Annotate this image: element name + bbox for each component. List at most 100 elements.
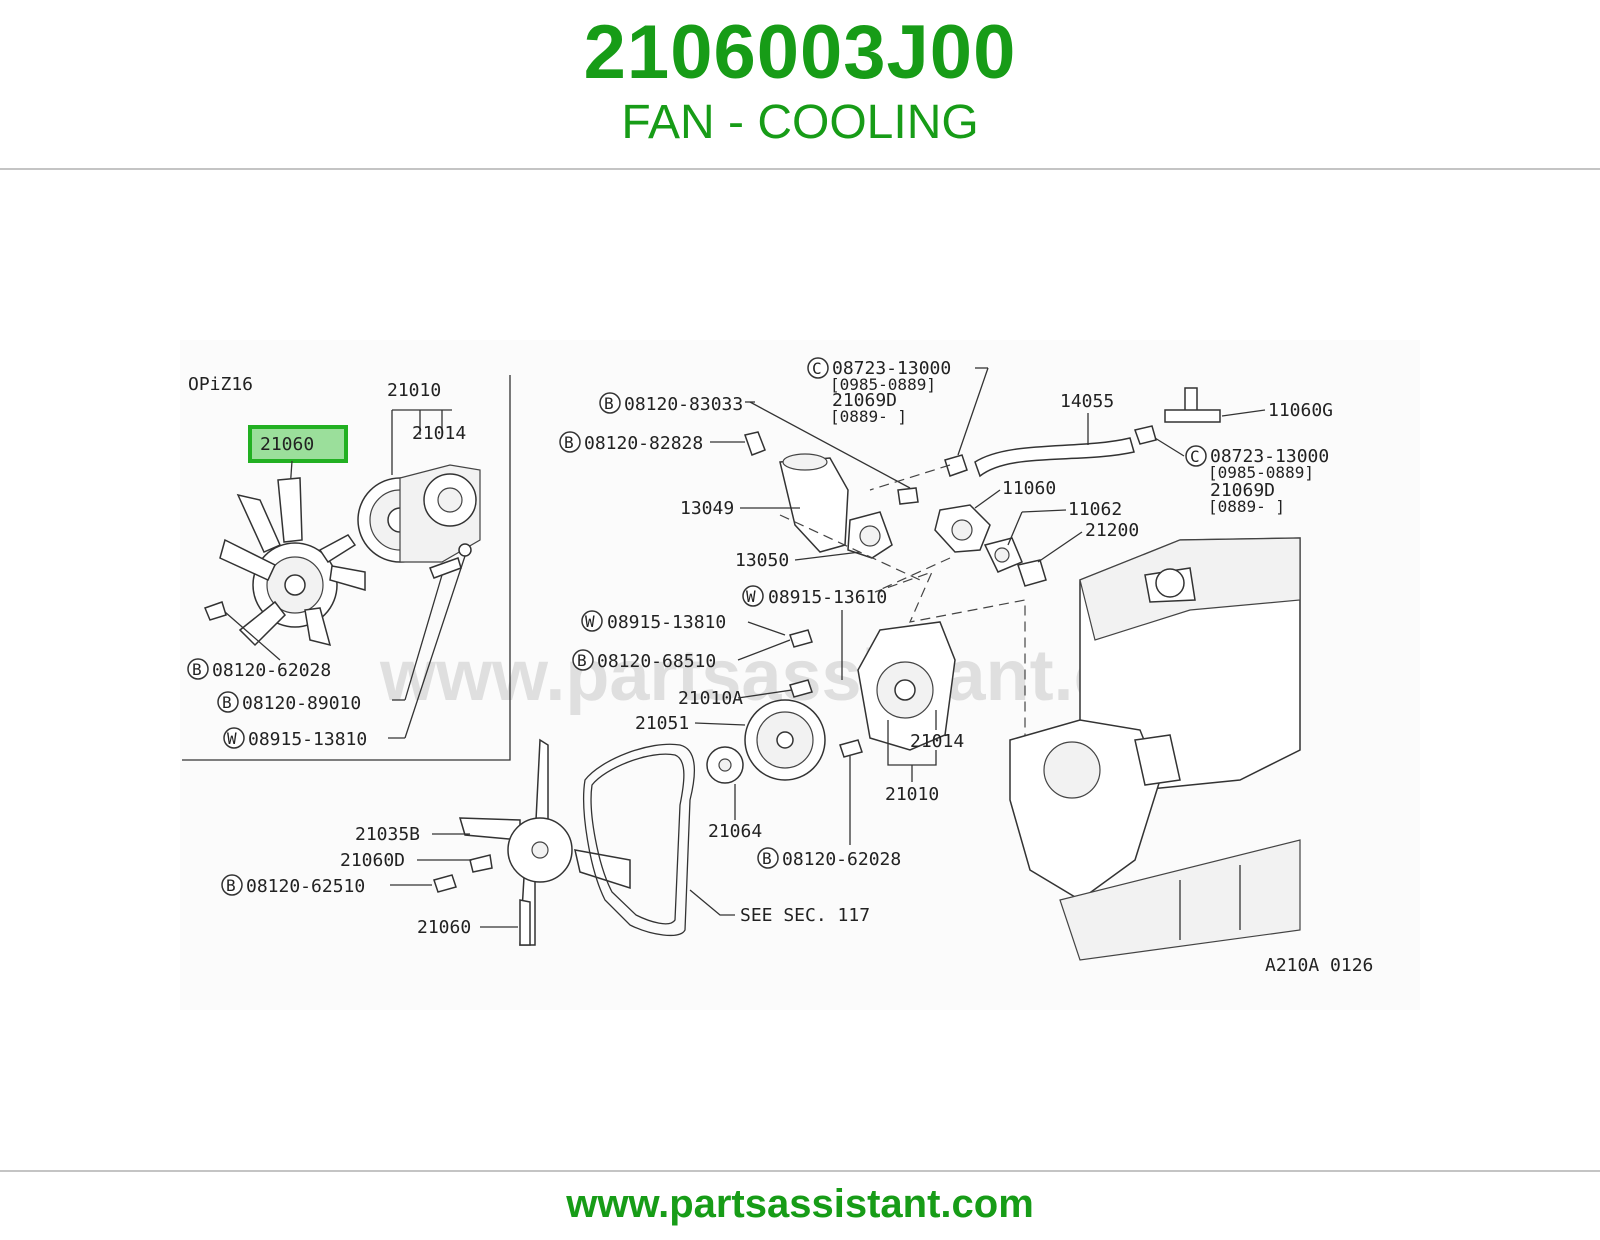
- label-08915-13810-inset[interactable]: 08915-13810: [248, 729, 367, 750]
- prefix-badge-b: [599, 392, 621, 414]
- bolt-drawing: [839, 739, 863, 758]
- prefix-letter-b: B: [762, 849, 772, 868]
- label-14055[interactable]: 14055: [1060, 391, 1114, 412]
- prefix-letter-w: W: [585, 612, 595, 631]
- label-range-b2: [0889- ]: [1208, 497, 1285, 516]
- label-08120-62510[interactable]: 08120-62510: [246, 876, 365, 897]
- label-11062[interactable]: 11062: [1068, 499, 1122, 520]
- clamp-drawing: [1134, 425, 1157, 445]
- label-21035b[interactable]: 21035B: [355, 824, 420, 845]
- label-21200[interactable]: 21200: [1085, 520, 1139, 541]
- label-08723-13000-b[interactable]: 08723-13000: [1210, 446, 1329, 467]
- footer-url[interactable]: www.partsassistant.com: [566, 1182, 1034, 1226]
- bolt-drawing: [433, 874, 457, 893]
- inset-frame: [182, 375, 511, 761]
- leader-line: [737, 639, 791, 661]
- label-11060g[interactable]: 11060G: [1268, 400, 1333, 421]
- leader-line: [794, 551, 861, 561]
- prefix-letter-b: B: [222, 693, 232, 712]
- prefix-badge-w: [223, 727, 245, 749]
- label-21014[interactable]: 21014: [910, 731, 964, 752]
- label-21010[interactable]: 21010: [885, 784, 939, 805]
- leader-line: [689, 889, 735, 916]
- leader-line: [737, 689, 793, 699]
- label-21060d[interactable]: 21060D: [340, 850, 405, 871]
- prefix-badge-b: [572, 649, 594, 671]
- leader-line: [404, 555, 466, 739]
- spacer-drawing: [706, 746, 744, 784]
- prefix-badge-b: [757, 847, 779, 869]
- leader-line: [1154, 437, 1185, 457]
- footer-divider: [0, 1170, 1600, 1172]
- label-08120-82828[interactable]: 08120-82828: [584, 433, 703, 454]
- label-21014-inset[interactable]: 21014: [412, 423, 466, 444]
- label-see-sec-117[interactable]: SEE SEC. 117: [740, 905, 870, 926]
- label-08120-83033[interactable]: 08120-83033: [624, 394, 743, 415]
- leader-line: [224, 611, 281, 661]
- prefix-badge-c: [807, 357, 829, 379]
- prefix-badge-b: [221, 874, 243, 896]
- prefix-badge-b: [217, 691, 239, 713]
- prefix-badge-b: [559, 431, 581, 453]
- label-08120-62028[interactable]: 08120-62028: [782, 849, 901, 870]
- prefix-letter-b: B: [192, 660, 202, 679]
- bolt-drawing: [897, 487, 919, 505]
- belt-drawing: [583, 743, 696, 937]
- bolt-drawing: [744, 431, 766, 456]
- pulley-drawing: [744, 699, 826, 781]
- prefix-letter-c: C: [812, 359, 822, 378]
- label-08120-68510[interactable]: 08120-68510: [597, 651, 716, 672]
- label-range-a2: [0889- ]: [830, 407, 907, 426]
- label-21064[interactable]: 21064: [708, 821, 762, 842]
- leader-line: [747, 621, 786, 636]
- label-08723-13000-a[interactable]: 08723-13000: [832, 358, 951, 379]
- inset-coupling-drawing: [357, 464, 481, 563]
- label-21051[interactable]: 21051: [635, 713, 689, 734]
- header-divider: [0, 168, 1600, 170]
- label-13050[interactable]: 13050: [735, 550, 789, 571]
- prefix-badge-w: [581, 610, 603, 632]
- header: 2106003J00 FAN - COOLING: [0, 0, 1600, 168]
- highlight-label[interactable]: 21060: [260, 434, 314, 455]
- label-21069d-b[interactable]: 21069D: [1210, 480, 1275, 501]
- leader-line: [749, 401, 911, 489]
- label-21010a[interactable]: 21010A: [678, 688, 743, 709]
- label-21069d-a[interactable]: 21069D: [832, 390, 897, 411]
- label-08915-13810[interactable]: 08915-13810: [607, 612, 726, 633]
- leader-line: [957, 367, 989, 456]
- t-fitting-drawing: [1164, 387, 1221, 423]
- label-08120-89010[interactable]: 08120-89010: [242, 693, 361, 714]
- clamp-drawing: [944, 454, 968, 477]
- inset-bolt: [204, 601, 227, 621]
- hose-drawing: [974, 437, 1135, 478]
- bolt-drawing: [789, 629, 813, 648]
- parts-diagram: www.partsassistant.com OPiZ16 21060 2101…: [180, 340, 1420, 1010]
- fan-drawing: [458, 738, 631, 946]
- part-number: 2106003J00: [583, 10, 1017, 95]
- label-11060[interactable]: 11060: [1002, 478, 1056, 499]
- label-21010-inset[interactable]: 21010: [387, 380, 441, 401]
- prefix-letter-w: W: [746, 587, 756, 606]
- label-08915-13610[interactable]: 08915-13610: [768, 587, 887, 608]
- leader-line: [694, 722, 746, 726]
- inset-fan-drawing: [219, 477, 366, 647]
- prefix-letter-b: B: [604, 394, 614, 413]
- diagram-canvas: www.partsassistant.com OPiZ16 21060 2101…: [182, 357, 1373, 976]
- prefix-letter-b: B: [226, 876, 236, 895]
- prefix-letter-b: B: [577, 651, 587, 670]
- alignment-line: [779, 464, 951, 581]
- label-range-b1: [0985-0889]: [1208, 463, 1314, 482]
- water-pump-drawing: [857, 621, 956, 751]
- prefix-badge-w: [742, 585, 764, 607]
- leader-line: [1221, 409, 1266, 417]
- label-13049[interactable]: 13049: [680, 498, 734, 519]
- label-08120-62028-inset[interactable]: 08120-62028: [212, 660, 331, 681]
- engine-block-drawing: [1009, 537, 1301, 961]
- label-21060[interactable]: 21060: [417, 917, 471, 938]
- belt-drawing: [590, 753, 685, 925]
- leader-line: [974, 489, 1001, 509]
- thermostat-housing-drawing: [779, 453, 893, 559]
- highlight-box[interactable]: [248, 425, 348, 463]
- prefix-badge-c: [1185, 445, 1207, 467]
- label-range-a1: [0985-0889]: [830, 375, 936, 394]
